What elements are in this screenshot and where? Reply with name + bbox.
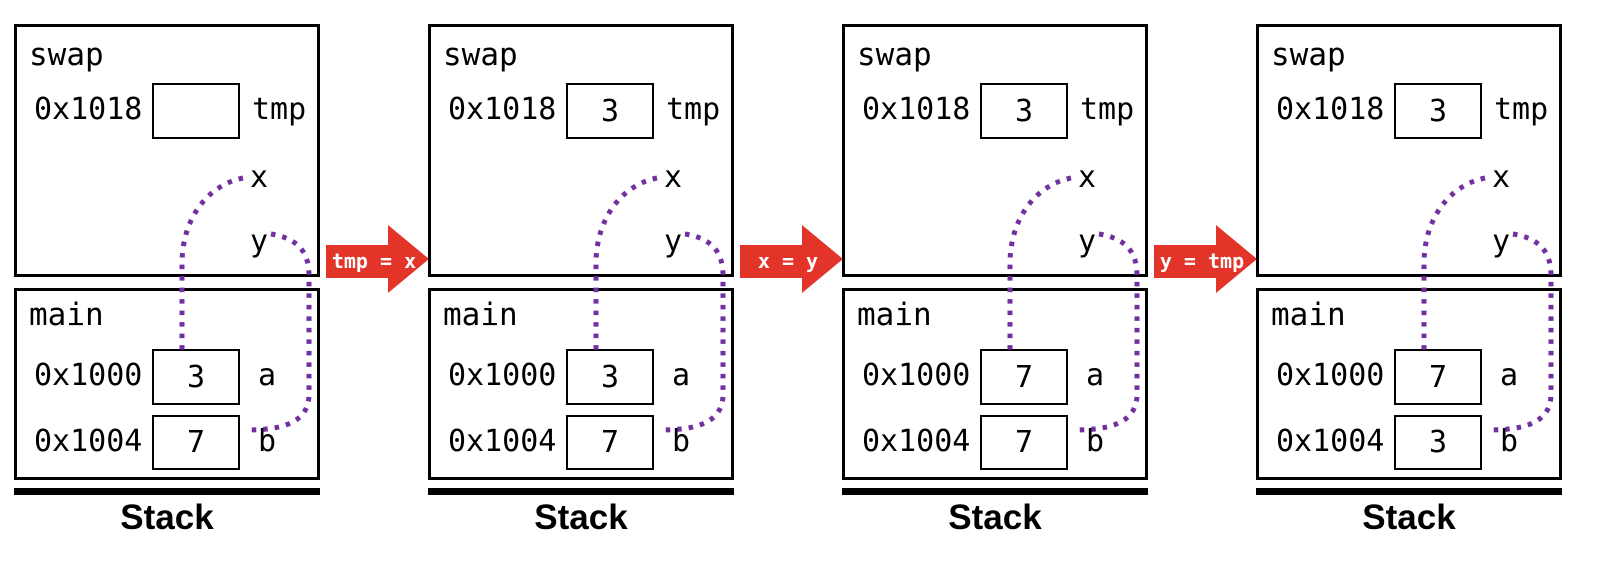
panel-step-2: swap 0x1018 3 tmp x y main 0x1000 3 a 0x… — [428, 24, 734, 554]
a-value-box: 3 — [152, 349, 240, 405]
a-var-label: a — [1086, 358, 1105, 393]
panel-step-3: swap 0x1018 3 tmp x y main 0x1000 7 a 0x… — [842, 24, 1148, 554]
b-address: 0x1004 — [1276, 424, 1385, 459]
stack-base-bar — [14, 488, 320, 495]
swap-frame-title: swap — [29, 37, 104, 73]
tmp-address: 0x1018 — [1276, 92, 1385, 127]
tmp-var-label: tmp — [1494, 92, 1549, 127]
b-value-box: 7 — [566, 415, 654, 470]
pointer-y-label: y — [664, 224, 683, 259]
swap-frame — [14, 24, 320, 277]
pointer-x-label: x — [664, 160, 683, 195]
stack-label: Stack — [120, 498, 214, 537]
tmp-var-label: tmp — [666, 92, 721, 127]
arrow-label: x = y — [757, 249, 819, 273]
tmp-address: 0x1018 — [862, 92, 971, 127]
panel-step-1: swap 0x1018 tmp x y main 0x1000 3 a 0x10… — [14, 24, 320, 554]
tmp-value: 3 — [600, 93, 620, 129]
stack-base-bar — [428, 488, 734, 495]
tmp-value: 3 — [1014, 93, 1034, 129]
tmp-var-label: tmp — [252, 92, 307, 127]
right-arrow-icon — [740, 225, 843, 293]
tmp-value-box — [152, 83, 240, 139]
swap-frame-title: swap — [443, 37, 518, 73]
stack-base-bar — [842, 488, 1148, 495]
b-value-box: 7 — [980, 415, 1068, 470]
tmp-value-box: 3 — [980, 83, 1068, 139]
pointer-x-label: x — [1078, 160, 1097, 195]
pointer-x-label: x — [1492, 160, 1511, 195]
swap-frame — [842, 24, 1148, 277]
b-value: 3 — [1428, 425, 1448, 460]
swap-frame — [428, 24, 734, 277]
main-frame-title: main — [29, 297, 104, 333]
swap-frame-title: swap — [857, 37, 932, 73]
tmp-value-box: 3 — [566, 83, 654, 139]
right-arrow-icon — [1154, 225, 1257, 293]
b-value-box: 7 — [152, 415, 240, 470]
step-arrow-tmp-eq-x: tmp = x — [326, 225, 430, 293]
b-var-label: b — [1086, 424, 1105, 459]
b-value-box: 3 — [1394, 415, 1482, 470]
b-var-label: b — [1500, 424, 1519, 459]
main-frame-title: main — [443, 297, 518, 333]
main-frame — [428, 288, 734, 480]
b-value: 7 — [1014, 425, 1034, 460]
main-frame — [14, 288, 320, 480]
a-value: 3 — [186, 359, 206, 395]
arrow-label: y = tmp — [1159, 249, 1245, 273]
tmp-value: 3 — [1428, 93, 1448, 129]
a-var-label: a — [672, 358, 691, 393]
stack-label: Stack — [534, 498, 628, 537]
stack-base-bar — [1256, 488, 1562, 495]
a-var-label: a — [1500, 358, 1519, 393]
a-value: 7 — [1014, 359, 1034, 395]
b-var-label: b — [672, 424, 691, 459]
pointer-y-label: y — [1078, 224, 1097, 259]
main-frame — [1256, 288, 1562, 480]
a-address: 0x1000 — [862, 358, 971, 393]
tmp-var-label: tmp — [1080, 92, 1135, 127]
a-value-box: 7 — [1394, 349, 1482, 405]
tmp-address: 0x1018 — [448, 92, 557, 127]
main-frame-title: main — [857, 297, 932, 333]
step-arrow-x-eq-y: x = y — [740, 225, 844, 293]
a-value: 3 — [600, 359, 620, 395]
a-address: 0x1000 — [1276, 358, 1385, 393]
step-arrow-y-eq-tmp: y = tmp — [1154, 225, 1258, 293]
b-address: 0x1004 — [862, 424, 971, 459]
b-value: 7 — [600, 425, 620, 460]
swap-frame — [1256, 24, 1562, 277]
arrow-label: tmp = x — [331, 249, 417, 273]
tmp-address: 0x1018 — [34, 92, 143, 127]
stack-label: Stack — [948, 498, 1042, 537]
tmp-value-box: 3 — [1394, 83, 1482, 139]
b-address: 0x1004 — [448, 424, 557, 459]
right-arrow-icon — [326, 225, 429, 293]
a-value: 7 — [1428, 359, 1448, 395]
main-frame-title: main — [1271, 297, 1346, 333]
panel-step-4: swap 0x1018 3 tmp x y main 0x1000 7 a 0x… — [1256, 24, 1562, 554]
pointer-y-label: y — [1492, 224, 1511, 259]
a-value-box: 3 — [566, 349, 654, 405]
a-address: 0x1000 — [34, 358, 143, 393]
b-value: 7 — [186, 425, 206, 460]
a-address: 0x1000 — [448, 358, 557, 393]
b-var-label: b — [258, 424, 277, 459]
a-value-box: 7 — [980, 349, 1068, 405]
swap-frame-title: swap — [1271, 37, 1346, 73]
main-frame — [842, 288, 1148, 480]
stack-label: Stack — [1362, 498, 1456, 537]
b-address: 0x1004 — [34, 424, 143, 459]
pointer-x-label: x — [250, 160, 269, 195]
a-var-label: a — [258, 358, 277, 393]
pointer-y-label: y — [250, 224, 269, 259]
